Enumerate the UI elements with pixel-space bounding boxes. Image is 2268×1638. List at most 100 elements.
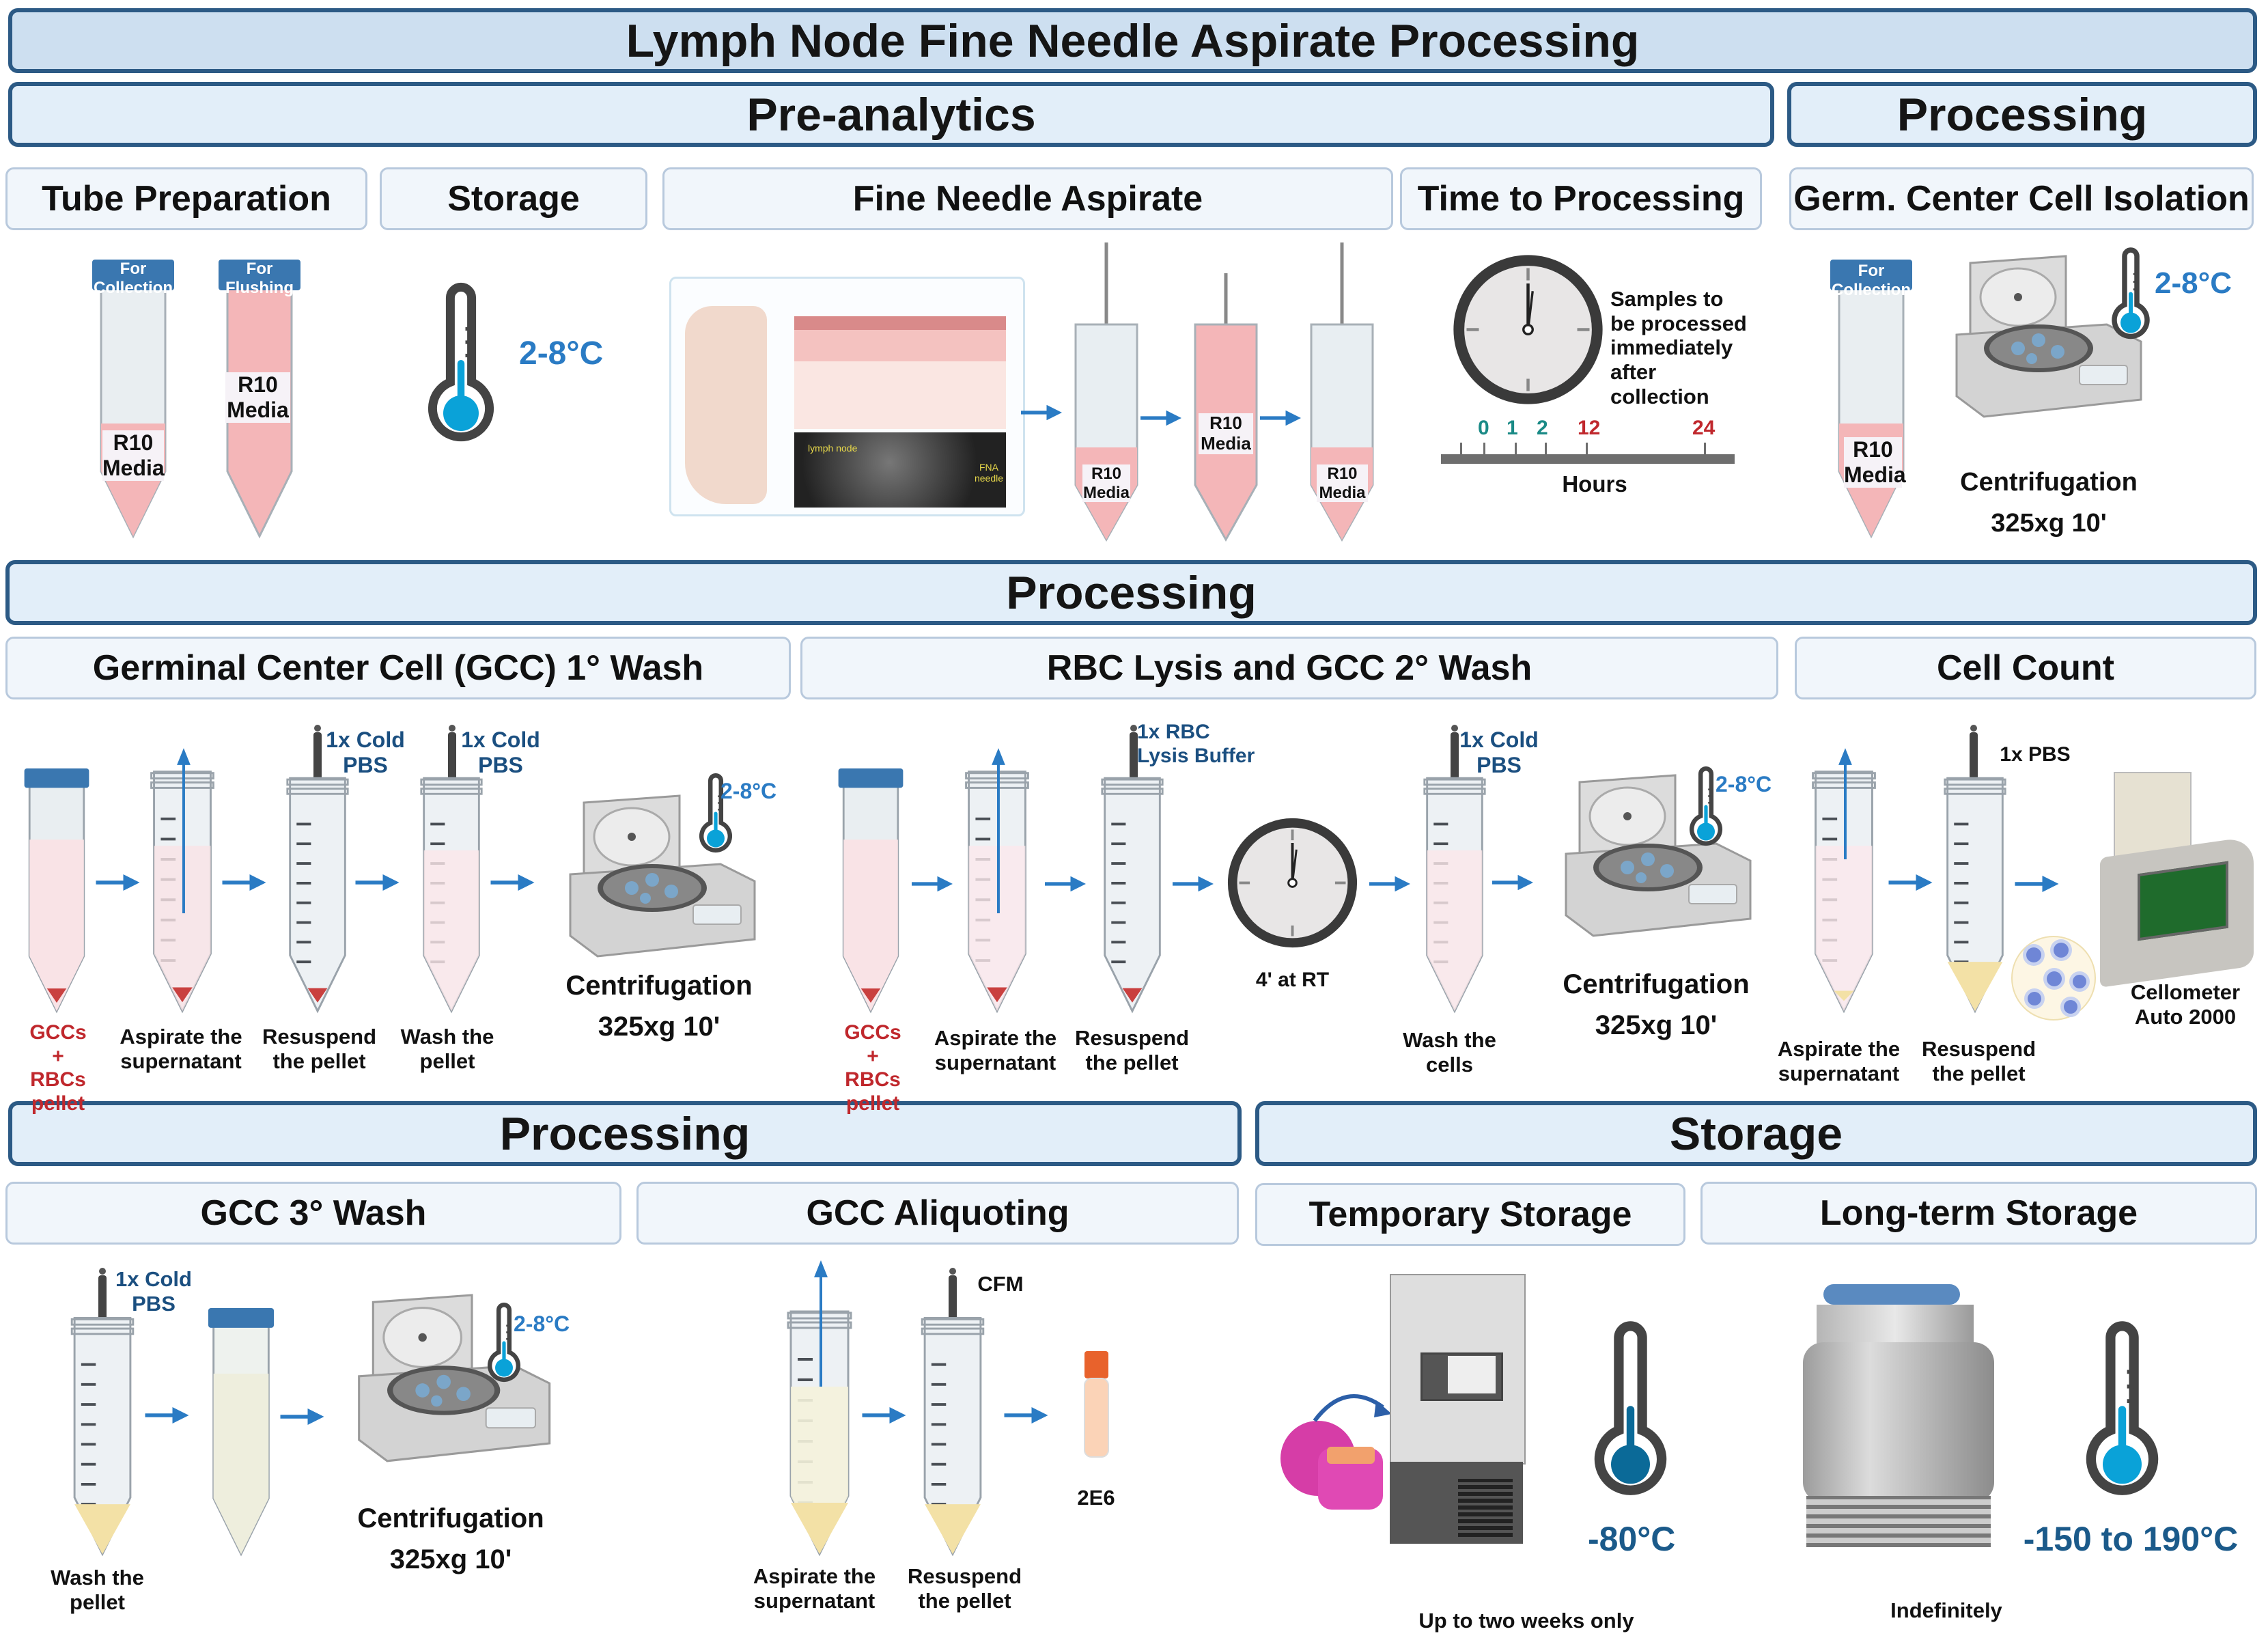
tube-aspirate [145,748,220,1014]
section-storage: Storage [1255,1101,2257,1166]
gcc3-centrifugation: Centrifugation [357,1503,544,1533]
hours-timeline: 0 1 2 12 24 [1441,410,1735,478]
gc-cap-label: For Collection [1831,262,1911,299]
timeline-bar [1441,454,1735,464]
gcc3-temperature: 2-8°C [514,1311,570,1336]
centrifuge-icon [1549,772,1761,943]
arrow-icon [1173,876,1214,892]
tube-wash [65,1305,140,1557]
section-processing-bottom: Processing [8,1101,1242,1166]
aliquot-count: 2E6 [1077,1486,1115,1510]
sub-cell-count: Cell Count [1795,637,2256,699]
gc-params: 325xg 10' [1991,509,2107,538]
patient-body [685,306,767,504]
tube-wash [1417,765,1492,1014]
arrow-icon [222,874,266,891]
collection-cap-label: For Collection [93,260,173,297]
step-label: GCCs + RBCs pellet [29,1021,87,1115]
timeline-tick [1704,443,1706,455]
timeline-tick [1515,443,1517,455]
arrow-icon [912,876,953,892]
arrow-icon [862,1407,906,1424]
collection-media-label: R10 Media [102,430,165,481]
cellometer-device [2100,772,2257,988]
cryo-box [1280,1421,1386,1510]
ultrasound-image [794,432,1006,508]
gcc1-centrifugation: Centrifugation [565,971,753,1001]
section-processing-top: Processing [1787,82,2257,147]
aliquot-reagent: CFM [977,1272,1024,1296]
storage-pre-temperature: 2-8°C [519,335,604,372]
timeline-tick [1586,443,1588,455]
step-label: Aspirate the supernatant [120,1025,242,1073]
reagent-label: 1x RBC Lysis Buffer [1137,721,1255,767]
step-label: Resuspend the pellet [1074,1026,1190,1074]
tick-label: 2 [1537,417,1548,439]
timeline-tick [1483,443,1485,455]
arrow-icon [2015,876,2059,892]
main-title: Lymph Node Fine Needle Aspirate Processi… [8,8,2257,73]
arrow-icon [490,874,535,891]
sub-tube-preparation: Tube Preparation [5,167,367,230]
fna-tube-1-label: R10 Media [1082,464,1130,503]
thermometer-icon [1594,1321,1667,1495]
reagent-label: 1x Cold PBS [326,727,405,777]
tube-aspirate [782,1260,857,1557]
tube-capped [208,1308,275,1557]
reagent-label: 1x Cold PBS [1459,727,1539,777]
tube-resuspend [1937,765,2013,1014]
cells-magnified [2011,936,2096,1021]
step-label: Wash the cells [1403,1028,1496,1077]
thermometer-icon [2110,246,2151,348]
tube-aspirate [960,748,1035,1014]
cellometer-label: Cellometer Auto 2000 [2130,980,2241,1029]
tube-aspirate [1806,748,1881,1014]
step-label: Aspirate the supernatant [1777,1037,1901,1085]
gc-temperature: 2-8°C [2155,266,2232,300]
us-label-lymph-node: lymph node [808,443,858,454]
tick-label: 12 [1578,417,1601,439]
arrow-icon [1004,1407,1048,1424]
tick-label: 1 [1507,417,1518,439]
tube-resuspend [1095,765,1170,1014]
section-processing-mid: Processing [5,560,2257,625]
arrow-icon [355,874,400,891]
flushing-cap-label: For Flushing [225,260,294,297]
us-label-fna-needle: FNA needle [974,462,1004,484]
timeline-tick [1460,443,1462,455]
sub-gc-isolation: Germ. Center Cell Isolation [1789,167,2254,230]
tube-gccs-rbcs [24,768,89,1014]
arrow-icon [1045,876,1086,892]
hours-axis-label: Hours [1562,471,1627,497]
tube-resuspend [280,765,355,1014]
rbc-temperature: 2-8°C [1716,772,1772,796]
sub-long-term-storage: Long-term Storage [1700,1182,2257,1245]
arrow-icon [1888,874,1933,891]
step-label: Resuspend the pellet [262,1025,377,1073]
time-note: Samples to be processed immediately afte… [1610,287,1747,408]
sub-temporary-storage: Temporary Storage [1255,1183,1685,1246]
sub-fine-needle-aspirate: Fine Needle Aspirate [662,167,1393,230]
clock-icon [1451,253,1605,406]
arrow-icon [145,1407,189,1424]
gc-centrifugation: Centrifugation [1960,468,2138,497]
fna-tube-2-label: R10 Media [1199,413,1253,454]
gc-media-label: R10 Media [1844,437,1906,488]
step-label: Aspirate the supernatant [753,1564,876,1613]
rbc-params: 325xg 10' [1595,1010,1718,1040]
tube-gccs-rbcs [838,768,904,1014]
step-label: Resuspend the pellet [907,1564,1022,1613]
fna-illustration: lymph node FNA needle [669,277,1025,516]
thermometer-icon [423,280,499,458]
gcc1-temperature: 2-8°C [720,779,777,803]
sub-time-to-processing: Time to Processing [1400,167,1762,230]
arrow-icon [96,874,140,891]
flushing-media-label: R10 Media [225,372,290,423]
tube-resuspend [915,1305,990,1557]
timeline-tick [1545,443,1547,455]
transfer-arrow-icon [1313,1394,1392,1422]
incubation-label: 4' at RT [1255,969,1330,991]
temp-storage-duration: Up to two weeks only [1418,1609,1634,1633]
step-label: Resuspend the pellet [1921,1037,2036,1085]
tissue-diagram [794,316,1006,429]
